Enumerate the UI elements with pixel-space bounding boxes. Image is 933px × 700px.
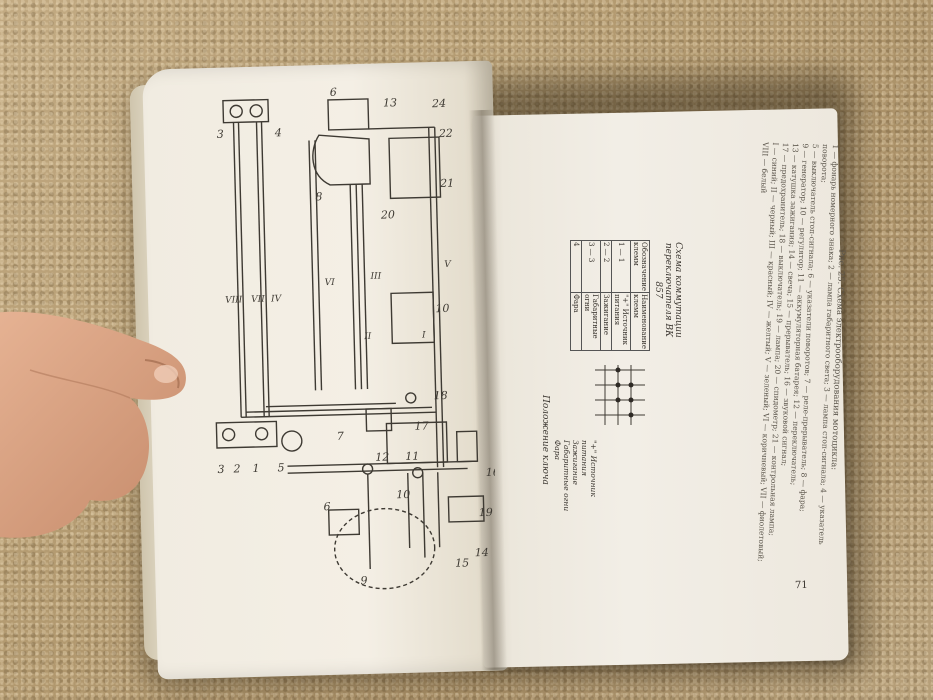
key-positions-rows: "+" Источник питания Зажигание Габаритны…: [553, 440, 598, 535]
svg-text:22: 22: [438, 127, 453, 140]
hand-image: [0, 311, 186, 538]
svg-text:8: 8: [315, 190, 322, 203]
table-cell: Зажигание: [600, 292, 612, 351]
svg-text:11: 11: [405, 450, 419, 463]
svg-text:6: 6: [330, 86, 337, 99]
svg-text:I: I: [421, 330, 426, 340]
svg-text:3: 3: [217, 128, 224, 141]
table-cell: 3 — 3: [581, 240, 601, 293]
switch-table: Схема коммутации переключателя ВК 857 Об…: [513, 240, 683, 351]
svg-text:24: 24: [431, 97, 446, 110]
table-cell: "+" Источник питания: [611, 292, 631, 351]
figure-caption: Рис. 25. Схема электрооборудования мотоц…: [745, 142, 850, 575]
svg-text:VII: VII: [251, 295, 265, 305]
svg-text:VI: VI: [325, 278, 336, 288]
svg-text:VIII: VIII: [225, 295, 243, 305]
switch-table-title-1: Схема коммутации: [673, 242, 683, 338]
switch-table-title-2: переключателя ВК 857: [653, 242, 673, 338]
table-cell: 1 — 1: [611, 240, 631, 293]
svg-text:II: II: [363, 332, 372, 342]
svg-text:16: 16: [486, 466, 495, 479]
svg-text:4: 4: [274, 126, 282, 139]
page-number: 71: [794, 579, 808, 592]
svg-text:18: 18: [434, 389, 448, 402]
svg-text:6: 6: [323, 500, 330, 513]
svg-text:1: 1: [252, 462, 259, 475]
switch-table-col2-header: Наименование клемм: [630, 292, 650, 351]
svg-text:9: 9: [360, 574, 367, 587]
key-positions-title: Положение ключа: [540, 395, 550, 485]
switch-table-grid: Обозначение клемм Наименование клемм 1 —…: [570, 240, 650, 351]
svg-text:10: 10: [396, 488, 410, 501]
svg-text:14: 14: [475, 546, 489, 559]
switch-table-col1-header: Обозначение клемм: [630, 240, 650, 293]
svg-text:19: 19: [479, 506, 493, 519]
svg-text:III: III: [369, 272, 381, 282]
diagram-component: [222, 98, 270, 124]
table-cell: Габаритные огни: [581, 292, 601, 351]
svg-text:V: V: [444, 260, 452, 270]
table-cell: 4: [570, 240, 582, 293]
svg-text:12: 12: [375, 450, 389, 463]
table-cell: 2 — 2: [600, 240, 612, 293]
svg-text:17: 17: [414, 419, 428, 432]
key-row: "+" Источник питания: [580, 440, 598, 497]
svg-text:IV: IV: [270, 294, 283, 304]
svg-text:20: 20: [380, 208, 395, 221]
key-row: Зажигание: [571, 440, 580, 485]
svg-text:13: 13: [383, 96, 397, 109]
key-position-grid: [595, 365, 645, 425]
svg-text:21: 21: [439, 177, 454, 190]
table-cell: Фара: [570, 292, 582, 351]
svg-text:10: 10: [435, 302, 449, 315]
key-row: Фара: [553, 440, 562, 460]
svg-text:5: 5: [277, 461, 284, 474]
svg-text:2: 2: [232, 462, 240, 475]
key-row: Габаритные огни: [562, 440, 571, 512]
svg-text:7: 7: [337, 430, 344, 443]
svg-text:15: 15: [455, 556, 469, 569]
svg-text:3: 3: [217, 463, 224, 476]
